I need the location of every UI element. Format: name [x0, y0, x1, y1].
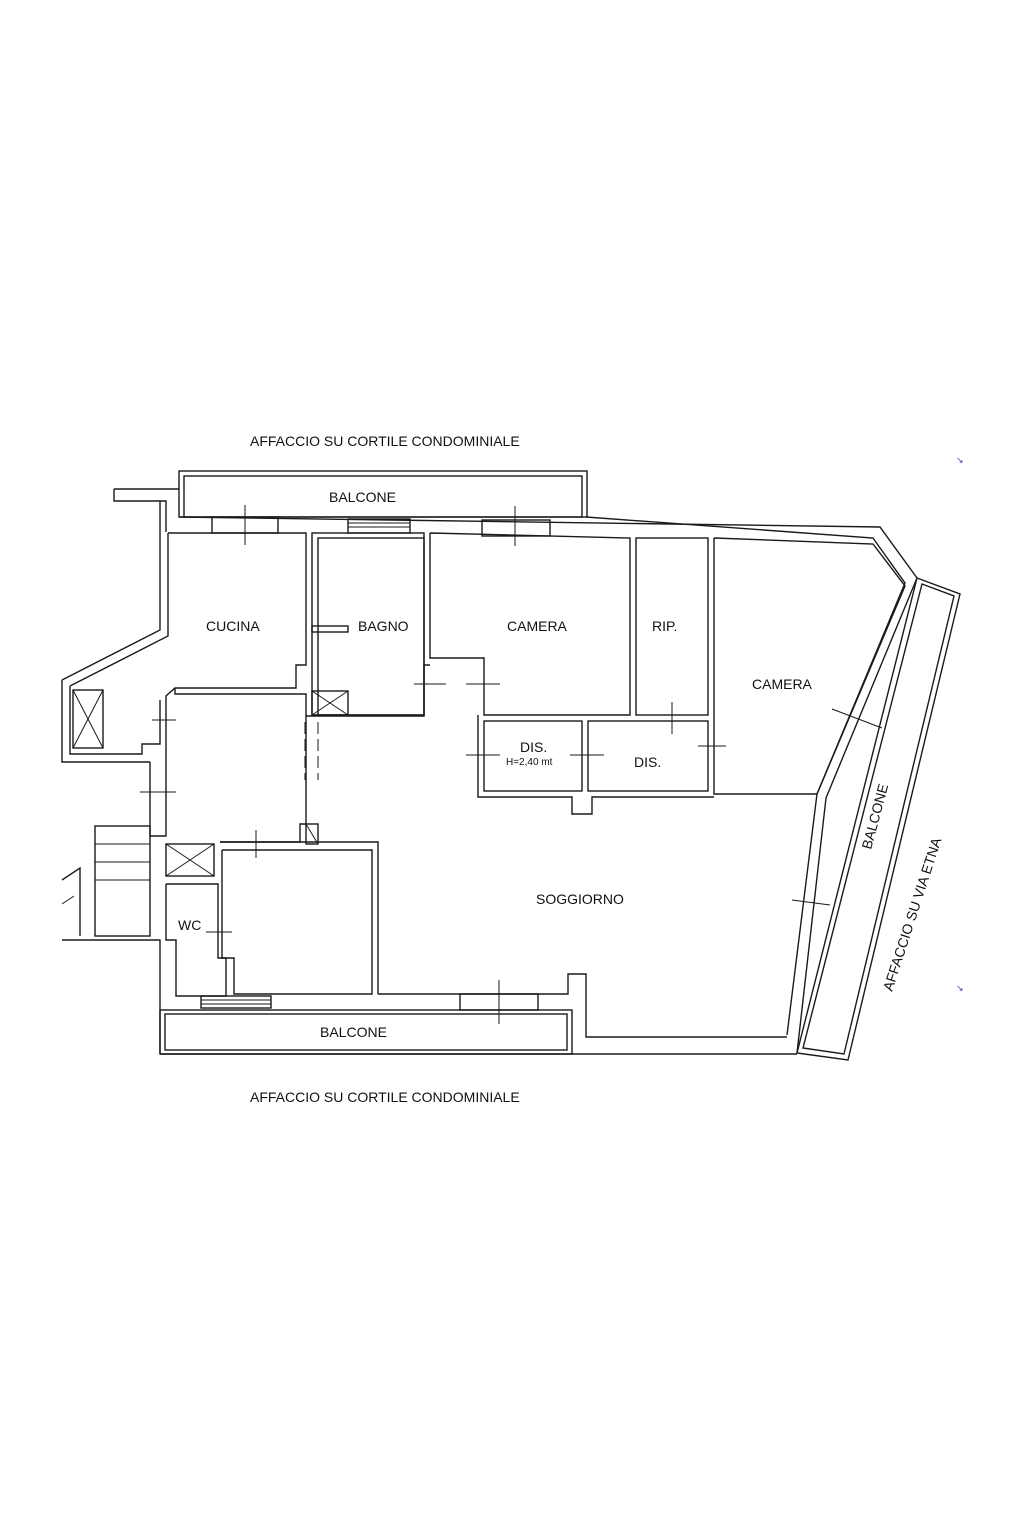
- dis-1-walls: [483, 720, 583, 792]
- stair-ledge-top: [113, 489, 167, 532]
- outer-wall-north: [178, 516, 918, 1054]
- balcone-side: [796, 577, 961, 1061]
- dis-2-walls: [587, 720, 709, 792]
- label-rip: RIP.: [652, 618, 677, 634]
- balcone-top: [178, 470, 588, 518]
- label-bagno: BAGNO: [358, 618, 409, 634]
- room-south-west: [221, 849, 373, 995]
- label-camera-1: CAMERA: [507, 618, 568, 634]
- label-dis-2: DIS.: [634, 754, 661, 770]
- entrance-walls: [174, 664, 430, 717]
- camera-1-walls: [429, 532, 631, 716]
- heading-side: AFFACCIO SU VIA ETNA: [880, 835, 945, 993]
- wc-walls: [165, 883, 227, 997]
- shaft-west: [72, 689, 104, 749]
- cucina-walls: [165, 532, 307, 700]
- label-cucina: CUCINA: [206, 618, 260, 634]
- label-camera-2: CAMERA: [752, 676, 813, 692]
- label-dis-1-height: H=2,40 mt: [506, 757, 553, 768]
- camera-2-walls: [713, 537, 906, 795]
- heading-bottom: AFFACCIO SU CORTILE CONDOMINIALE: [250, 1089, 520, 1105]
- soggiorno-walls: [378, 973, 787, 1038]
- shaft-wc: [165, 843, 215, 877]
- label-dis-1: DIS.: [520, 739, 547, 755]
- label-balcone-bottom: BALCONE: [320, 1024, 387, 1040]
- marker-lower: ↘: [956, 983, 964, 993]
- marker-upper: ↘: [956, 455, 964, 465]
- stairs-west: [94, 825, 151, 937]
- label-wc: WC: [178, 917, 201, 933]
- heading-top: AFFACCIO SU CORTILE CONDOMINIALE: [250, 433, 520, 449]
- balcone-bottom: [159, 1009, 573, 1055]
- label-balcone-top: BALCONE: [329, 489, 396, 505]
- label-soggiorno: SOGGIORNO: [536, 891, 624, 907]
